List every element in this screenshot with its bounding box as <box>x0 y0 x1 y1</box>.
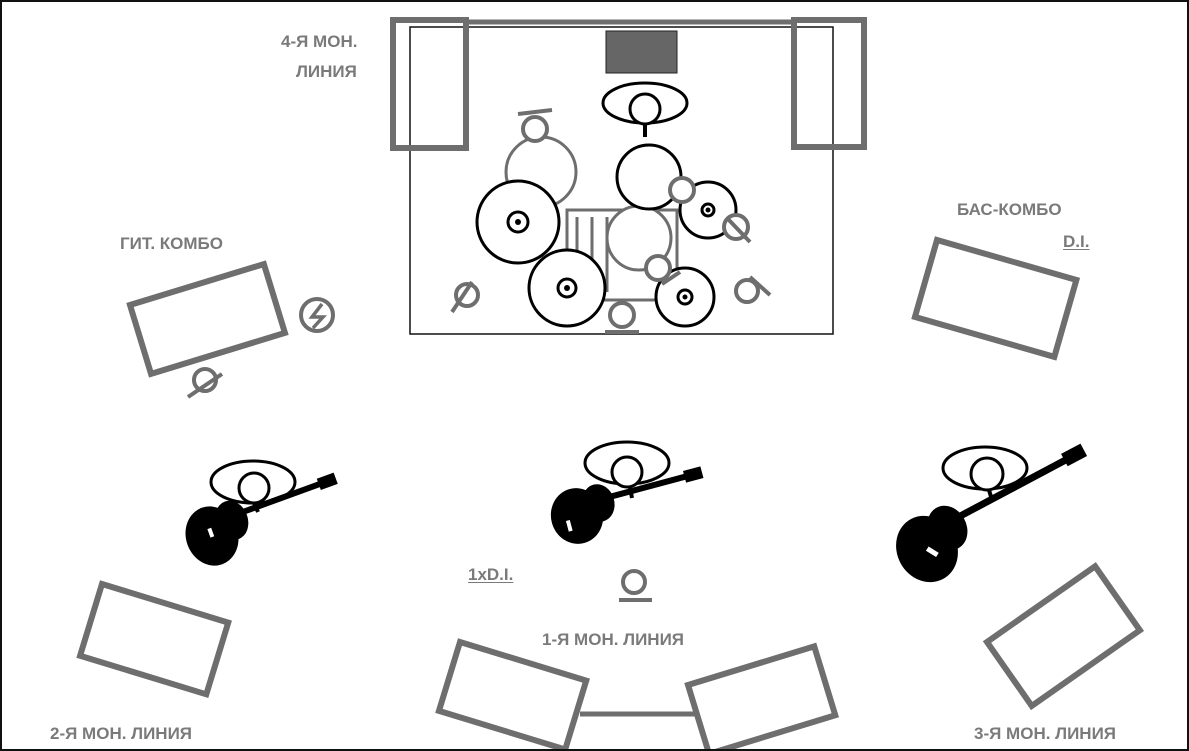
monitor-wedge-2 <box>76 580 232 699</box>
bassist-right <box>896 443 1088 583</box>
drum-rear-panel <box>605 30 678 74</box>
side-fill-left <box>390 17 469 151</box>
side-fill-right <box>791 17 867 150</box>
monitor-wedge-1-left <box>435 638 590 749</box>
guitar-amp-mic <box>186 367 224 399</box>
bass-di-label: D.I. <box>1063 232 1090 251</box>
center-di-label: 1xD.I. <box>468 565 514 584</box>
power-outlet-icon <box>299 297 335 333</box>
guitar-combo-label: ГИТ. КОМБО <box>120 234 223 253</box>
mon1-label: 1-Я МОН. ЛИНИЯ <box>542 630 685 649</box>
guitar-combo-amp <box>126 260 289 378</box>
mon3-label: 3-Я МОН. ЛИНИЯ <box>974 724 1117 743</box>
cymbal-bottom <box>527 248 607 328</box>
cymbal-left <box>475 179 561 265</box>
drummer-vocal-mic <box>601 81 689 137</box>
bass-combo-label: БАС-КОМБО <box>957 200 1062 219</box>
mic-stand-icon <box>450 108 772 334</box>
cymbal-right-bottom <box>654 266 716 328</box>
di-mic-stand-icon <box>619 569 652 602</box>
musician-center <box>550 440 704 544</box>
monitor-wedge-1-right <box>684 642 840 749</box>
bass-combo-amp <box>911 236 1081 361</box>
mon4-label-line2: ЛИНИЯ <box>296 62 357 81</box>
guitarist-left <box>185 459 338 566</box>
mon4-label-line1: 4-Я МОН. <box>281 32 358 51</box>
mon2-label: 2-Я МОН. ЛИНИЯ <box>50 724 193 743</box>
rack-tom <box>615 143 683 211</box>
monitor-wedge-3 <box>982 562 1145 711</box>
